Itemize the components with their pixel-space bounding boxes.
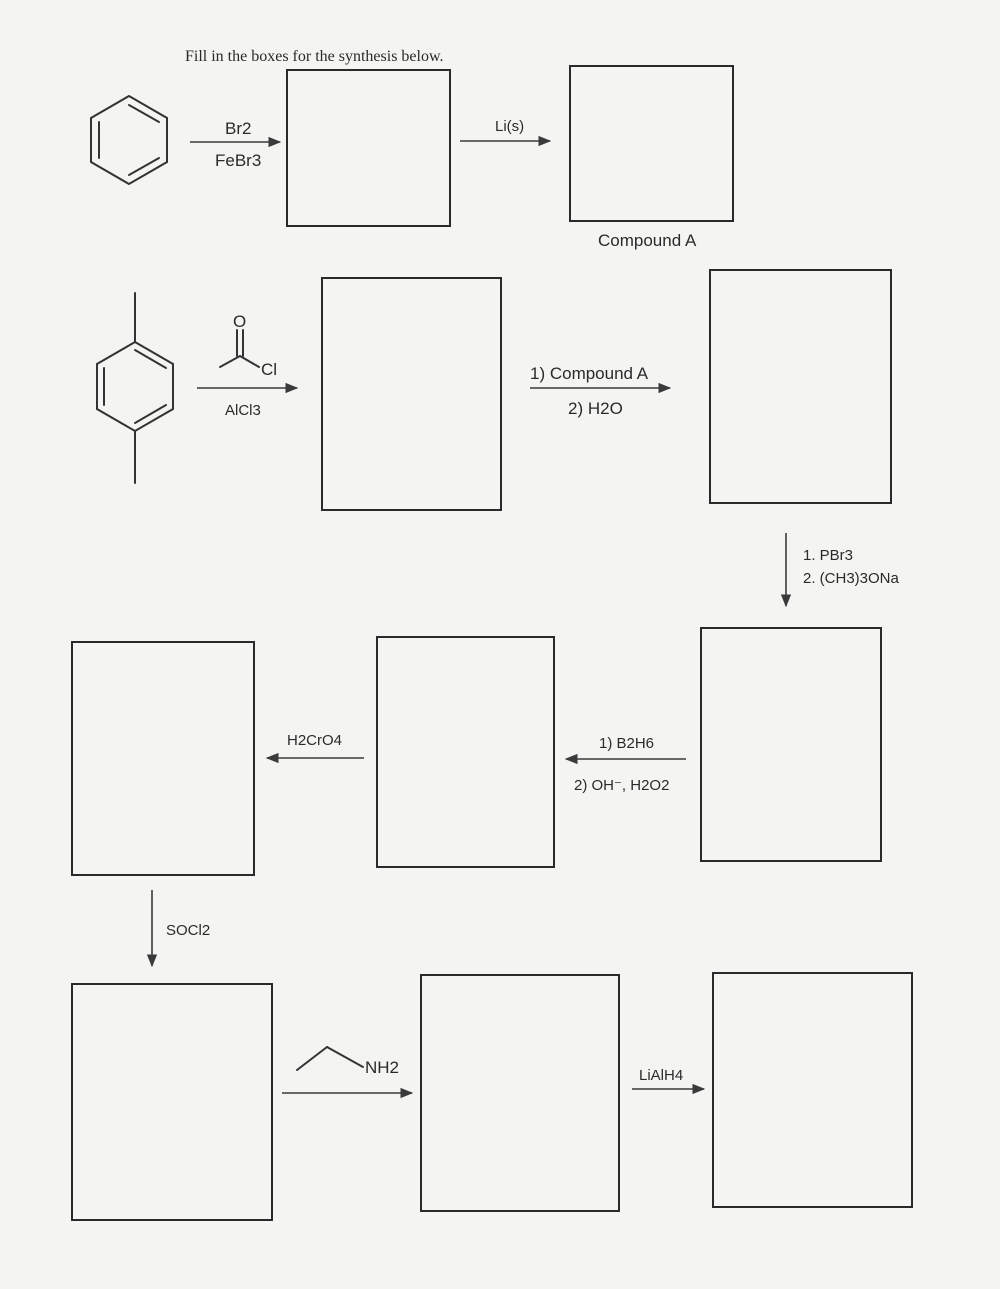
reagent-tert-butoxide: 2. (CH3)3ONa: [803, 570, 900, 587]
ethylamine-structure: NH2: [296, 1046, 399, 1077]
reagent-lialh4: LiAlH4: [639, 1067, 683, 1084]
p-xylene-structure: [96, 292, 174, 484]
answer-box-alcohol[interactable]: [709, 269, 892, 504]
answer-box-amine[interactable]: [712, 972, 913, 1208]
amine-group: NH2: [365, 1058, 399, 1077]
benzene-structure: [90, 94, 168, 186]
answer-box-amide[interactable]: [420, 974, 620, 1212]
reagent-compound-a: 1) Compound A: [530, 364, 649, 383]
answer-box-compound-a[interactable]: [569, 65, 734, 222]
answer-box-carboxylic-acid[interactable]: [71, 641, 255, 876]
reagent-socl2: SOCl2: [166, 922, 210, 939]
answer-box-bromobenzene[interactable]: [286, 69, 451, 227]
acetyl-chloride-structure: O Cl: [219, 312, 277, 379]
reagent-h2cro4: H2CrO4: [287, 732, 342, 749]
reagent-febr3: FeBr3: [215, 151, 261, 170]
answer-box-alkene[interactable]: [700, 627, 882, 862]
reagent-oh-h2o2: 2) OH⁻, H2O2: [574, 777, 669, 794]
answer-box-primary-alcohol[interactable]: [376, 636, 555, 868]
atom-oxygen: O: [233, 312, 246, 331]
atom-chlorine: Cl: [261, 360, 277, 379]
reagent-lithium: Li(s): [495, 118, 524, 135]
reagent-b2h6: 1) B2H6: [599, 735, 654, 752]
reagent-alcl3: AlCl3: [225, 402, 261, 419]
instructions-text: Fill in the boxes for the synthesis belo…: [185, 48, 444, 65]
reagent-br2: Br2: [225, 119, 251, 138]
answer-box-ketone[interactable]: [321, 277, 502, 511]
reagent-water: 2) H2O: [568, 399, 623, 418]
answer-box-acyl-chloride[interactable]: [71, 983, 273, 1221]
reagent-pbr3: 1. PBr3: [803, 547, 853, 564]
compound-a-label: Compound A: [598, 231, 697, 250]
